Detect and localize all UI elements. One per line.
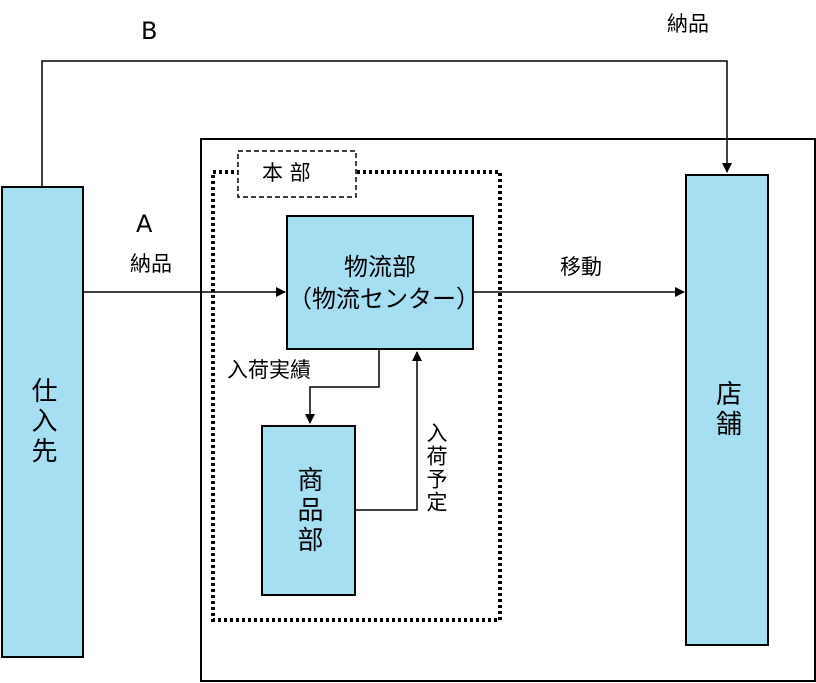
merchandising-label: 商品部 bbox=[293, 465, 323, 556]
store-box: 店舗 bbox=[685, 174, 769, 646]
route-a-label: 納品 bbox=[130, 252, 172, 276]
supplier-label: 仕入先 bbox=[27, 377, 57, 467]
logistics-sublabel: （物流センター） bbox=[288, 284, 480, 313]
route-b-letter: B bbox=[141, 17, 158, 45]
route-a-letter: A bbox=[136, 210, 153, 238]
route-b-label: 納品 bbox=[667, 12, 709, 36]
route-b-arrow bbox=[41, 60, 732, 186]
receipt-schedule-arrow bbox=[355, 351, 422, 511]
logistics-box: 物流部 （物流センター） bbox=[286, 215, 480, 350]
company-frame bbox=[200, 138, 816, 682]
transfer-label: 移動 bbox=[560, 255, 602, 279]
headquarters-boundary bbox=[211, 170, 502, 622]
supplier-box: 仕入先 bbox=[1, 186, 84, 658]
headquarters-label-box bbox=[237, 150, 357, 198]
store-label: 店舗 bbox=[711, 380, 742, 440]
receipt-schedule-label: 入荷予定 bbox=[424, 422, 448, 514]
receipt-results-arrow bbox=[305, 350, 380, 424]
receipt-results-label: 入荷実績 bbox=[227, 358, 311, 382]
headquarters-label: 本 部 bbox=[262, 161, 311, 185]
logistics-label: 物流部 bbox=[344, 252, 416, 281]
merchandising-box: 商品部 bbox=[261, 425, 356, 596]
